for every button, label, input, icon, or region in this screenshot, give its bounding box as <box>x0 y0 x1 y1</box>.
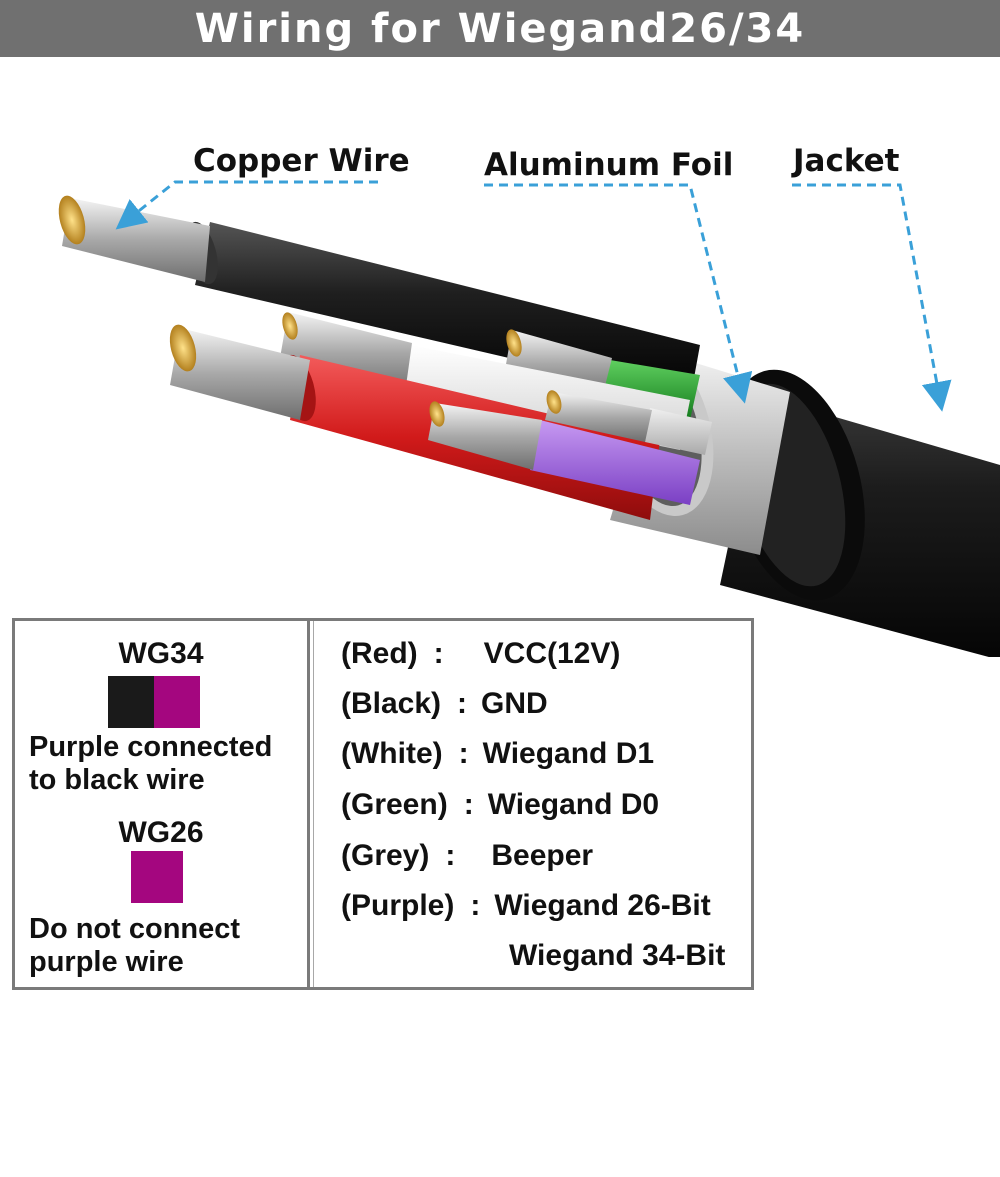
wire-color: (Green) <box>341 788 448 821</box>
wg34-heading: WG34 <box>118 637 204 670</box>
jacket-label: Jacket <box>793 143 900 179</box>
wire-sep: : <box>457 687 468 720</box>
wg34-note-line2: to black wire <box>29 764 205 796</box>
wire-function: GND <box>481 687 548 720</box>
wire-row-red: (Red): VCC(12V) <box>341 634 620 674</box>
purple-swatch-wg26 <box>131 851 183 903</box>
copper-wire-leader <box>115 180 378 230</box>
table-divider <box>307 621 310 987</box>
wire-function: Wiegand 26-Bit <box>494 889 711 922</box>
black-swatch <box>108 676 154 728</box>
title-banner: Wiring for Wiegand26/34 <box>0 0 1000 57</box>
aluminum-foil-label: Aluminum Foil <box>484 147 734 183</box>
jacket-leader <box>792 183 952 412</box>
wire-color: (Black) <box>341 687 442 720</box>
wire-function: Beeper <box>491 839 594 872</box>
purple-swatch <box>154 676 200 728</box>
wire-function-alt: Wiegand 34-Bit <box>509 939 726 972</box>
table-divider-inner <box>313 621 314 987</box>
wg26-note: Do not connect purple wire <box>29 913 240 979</box>
wire-function: Wiegand D0 <box>487 788 660 821</box>
wg34-note-line1: Purple connected <box>29 731 273 763</box>
copper-wire-label: Copper Wire <box>193 143 410 179</box>
wire-color: (Purple) <box>341 889 455 922</box>
wire-sep: : <box>470 889 481 922</box>
aluminum-foil-leader <box>484 183 753 404</box>
wire-row-purple: (Purple): Wiegand 26-Bit <box>341 886 711 926</box>
wg34-note: Purple connected to black wire <box>29 731 272 797</box>
wire-sep: : <box>433 637 444 670</box>
wg26-heading: WG26 <box>118 816 204 849</box>
wiring-table: WG34 Purple connected to black wire WG26… <box>12 618 754 990</box>
wiegand-mode-legend: WG34 Purple connected to black wire WG26… <box>15 621 307 987</box>
purple-conductor <box>428 401 700 505</box>
wire-row-black: (Black): GND <box>341 684 548 724</box>
wire-sep: : <box>463 788 474 821</box>
grey-conductor <box>545 390 712 455</box>
wire-sep: : <box>458 737 469 770</box>
wire-row-purple-alt: Wiegand 34-Bit <box>509 936 725 976</box>
wg26-note-line1: Do not connect <box>29 913 241 945</box>
wire-function: VCC(12V) <box>483 637 621 670</box>
cable-illustration <box>58 180 1000 657</box>
wire-color: (White) <box>341 737 443 770</box>
wg26-note-line2: purple wire <box>29 946 184 978</box>
page-title: Wiring for Wiegand26/34 <box>194 5 806 52</box>
wire-color: (Red) <box>341 637 418 670</box>
wire-function: Wiegand D1 <box>482 737 655 770</box>
wire-row-grey: (Grey): Beeper <box>341 836 593 876</box>
wire-color-assignments: (Red):VCC(12V) (Black):GND (White):Wiega… <box>315 621 751 987</box>
wire-color: (Grey) <box>341 839 430 872</box>
wire-sep: : <box>445 839 456 872</box>
wire-row-green: (Green): Wiegand D0 <box>341 785 659 825</box>
wire-row-white: (White): Wiegand D1 <box>341 734 654 774</box>
